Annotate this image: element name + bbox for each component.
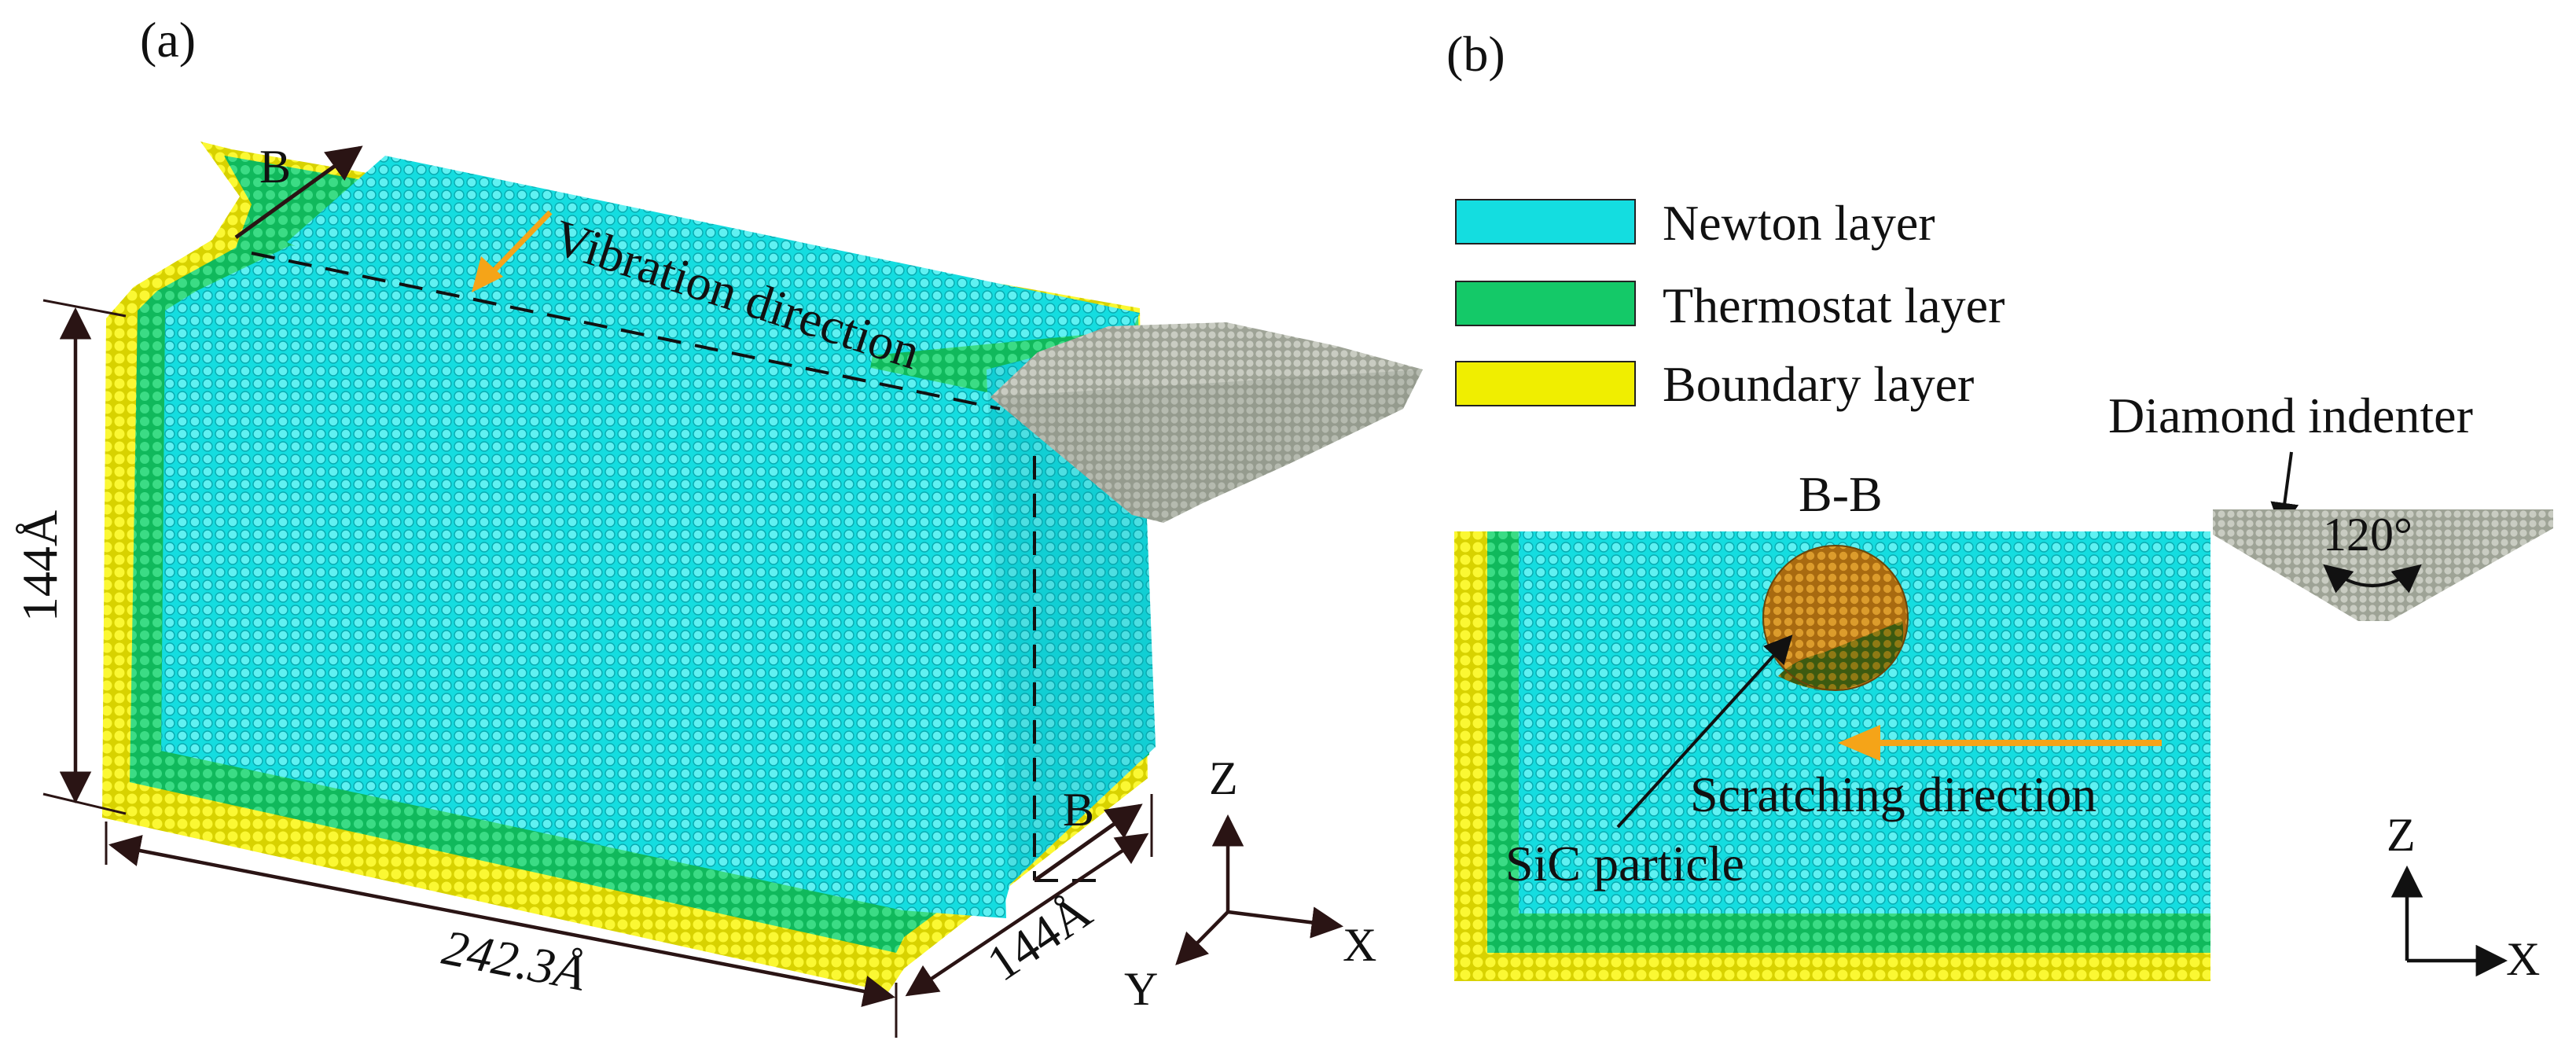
- sic-particle-label: SiC particle: [1505, 836, 1744, 891]
- indenter-angle-label: 120°: [2323, 509, 2412, 561]
- scratching-direction-label: Scratching direction: [1690, 766, 2096, 822]
- panel-a-label: (a): [140, 12, 196, 68]
- legend-swatch-boundary: [1455, 361, 1636, 406]
- legend-label-thermostat: Thermostat layer: [1663, 278, 2005, 333]
- dimension-height: [42, 299, 127, 815]
- axis-y-label: Y: [1124, 963, 1158, 1015]
- axis-z-label-b: Z: [2387, 809, 2416, 861]
- legend-item-boundary: Boundary layer: [1455, 356, 1974, 412]
- workpiece-3d: [102, 142, 1156, 992]
- scratching-direction-arrow: [1838, 725, 2162, 761]
- panel-b-label: (b): [1446, 26, 1505, 82]
- dimension-length-label: 242.3Å: [438, 919, 590, 1002]
- section-mark-top: B: [234, 141, 363, 240]
- legend-item-thermostat: Thermostat layer: [1455, 278, 2005, 333]
- vibration-direction-arrow: [472, 210, 553, 292]
- section-title: B-B: [1799, 466, 1883, 522]
- dimension-depth: [905, 794, 1153, 997]
- diamond-indenter-3d: [990, 322, 1423, 523]
- axis-x-label-b: X: [2506, 933, 2540, 985]
- legend-swatch-thermostat: [1455, 281, 1636, 326]
- newton-top-face: [287, 156, 1140, 377]
- indenter-angle-arc: [2323, 564, 2422, 594]
- legend-swatch-newton: [1455, 199, 1636, 244]
- legend: Newton layer Thermostat layer Boundary l…: [1455, 195, 2005, 412]
- axes-3d: Z X Y: [1124, 752, 1376, 1015]
- legend-label-newton: Newton layer: [1663, 195, 1935, 251]
- axis-x-label: X: [1343, 919, 1376, 971]
- newton-front-face: [161, 245, 1006, 918]
- sic-particle-pointer: [1616, 634, 1793, 829]
- section-mark-top-label: B: [259, 141, 291, 193]
- sic-particle: [1762, 545, 1909, 691]
- dimension-length: [105, 822, 898, 1038]
- diamond-indenter-label: Diamond indenter: [2108, 388, 2473, 443]
- axes-2d: Z X: [2387, 809, 2540, 985]
- dimension-height-label: 144Å: [12, 510, 68, 622]
- legend-label-boundary: Boundary layer: [1663, 356, 1974, 412]
- axis-z-label: Z: [1209, 752, 1238, 804]
- legend-item-newton: Newton layer: [1455, 195, 1935, 251]
- section-mark-bottom-label: B: [1063, 784, 1094, 836]
